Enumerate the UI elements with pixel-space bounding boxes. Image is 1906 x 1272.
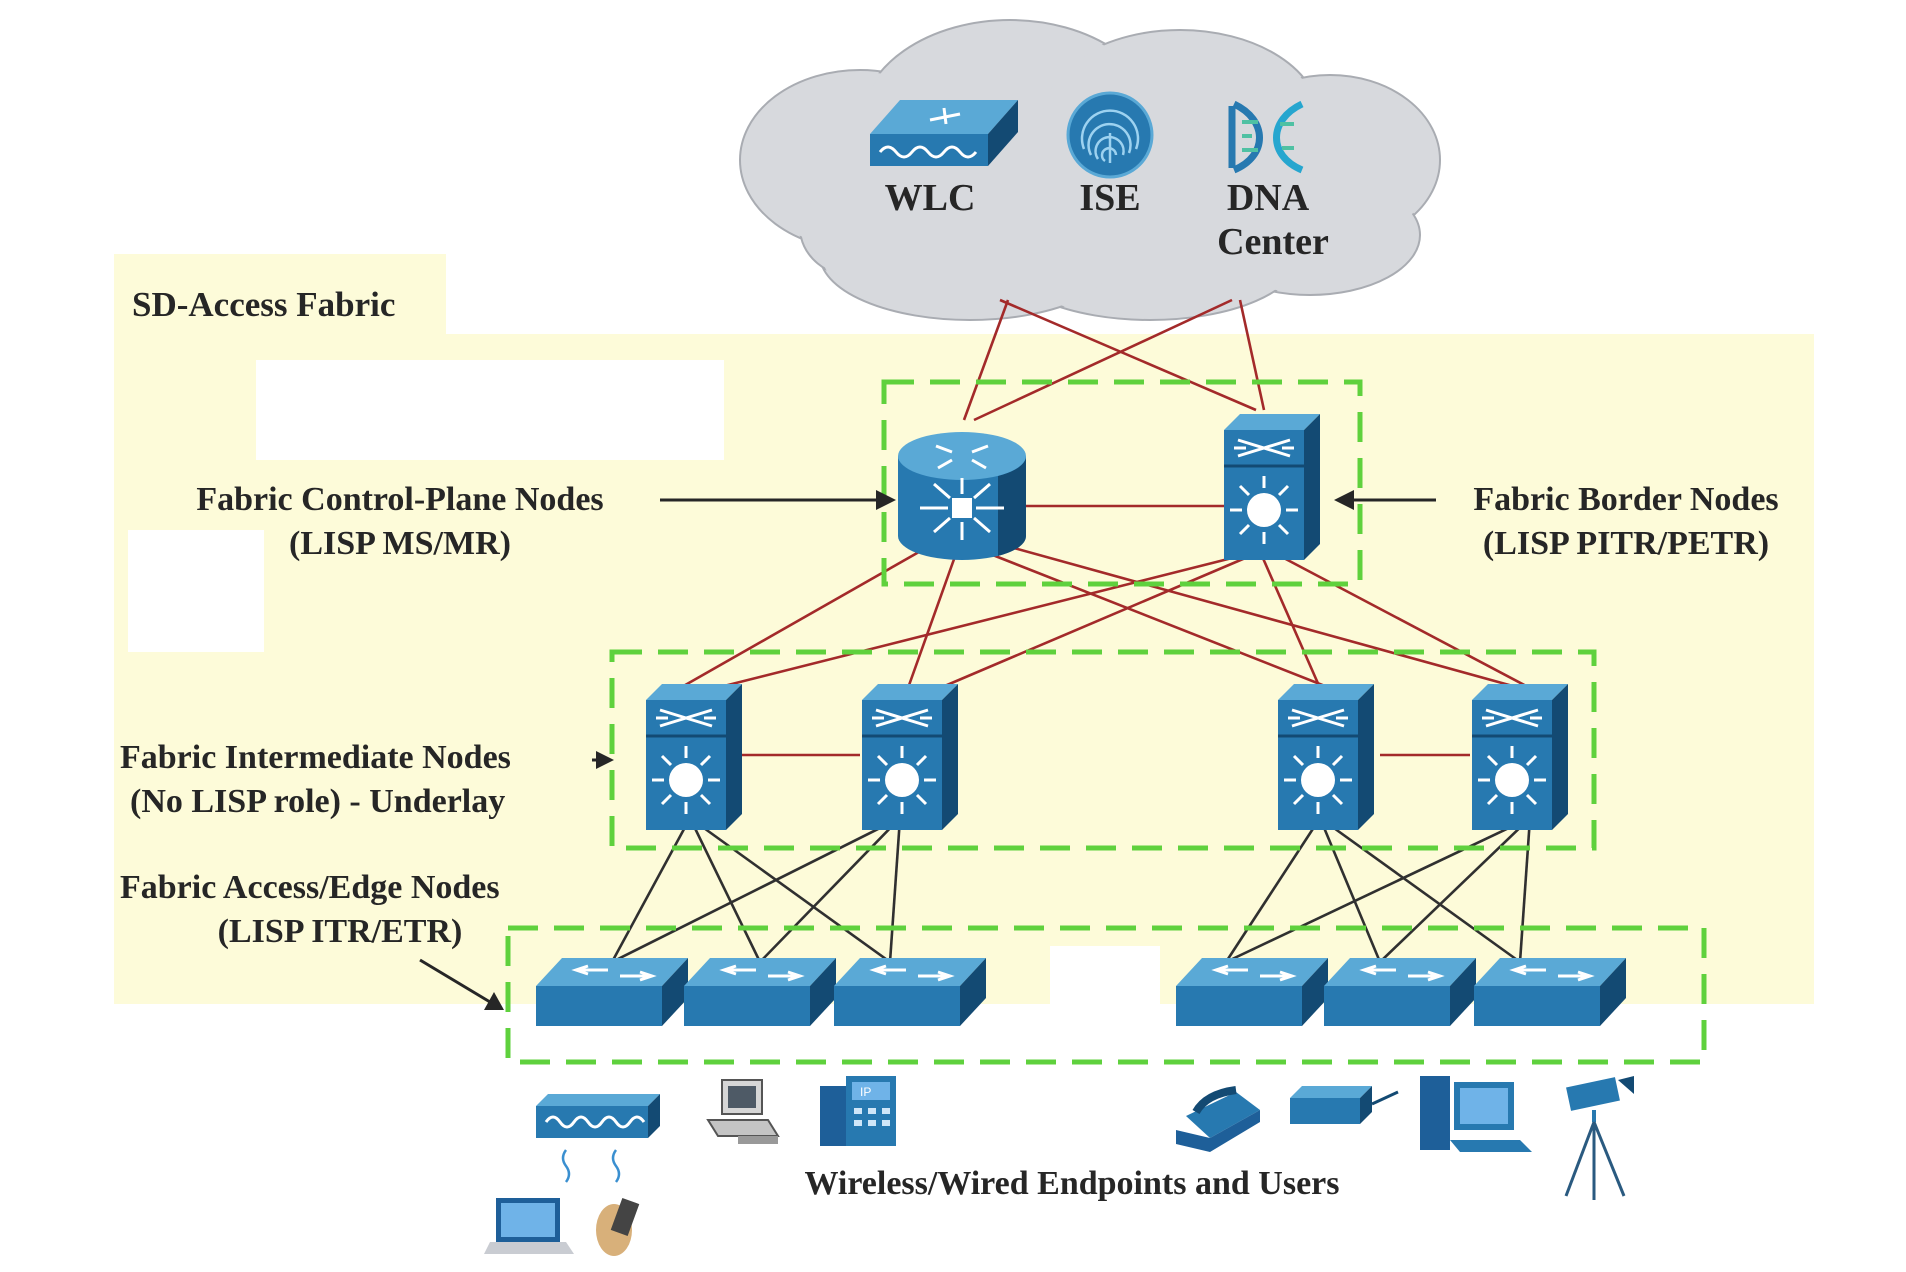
phone-icon (1176, 1086, 1260, 1152)
access-edge-zone (505, 925, 1707, 1065)
access-edge-label-line2: (LISP ITR/ETR) (218, 913, 463, 950)
dna-center-label-line1: DNA (1227, 177, 1310, 219)
control-plane-router (896, 430, 1028, 562)
core-links (679, 504, 1531, 757)
fabric-title: SD-Access Fabric (132, 285, 395, 324)
intermediate-label-line1: Fabric Intermediate Nodes (120, 739, 511, 776)
border-label-line2: (LISP PITR/PETR) (1483, 525, 1769, 562)
intermediate-zone (609, 649, 1597, 851)
access-point-icon (536, 1094, 660, 1183)
wlc-label: WLC (885, 177, 976, 219)
camera-icon (1564, 1076, 1634, 1200)
ip-phone-icon: IP (820, 1076, 896, 1146)
ise-label: ISE (1079, 177, 1140, 219)
arrows (419, 490, 1436, 1010)
border-switch (1222, 412, 1322, 562)
fingerprint-icon (1066, 91, 1154, 179)
access-switch (1322, 956, 1478, 1028)
control-border-zone (881, 379, 1363, 587)
laptop-icon (484, 1198, 574, 1254)
border-label-line1: Fabric Border Nodes (1473, 481, 1778, 518)
intermediate-label-line2: (No LISP role) - Underlay (130, 783, 505, 820)
dna-center-icon (1228, 100, 1304, 174)
access-switch (832, 956, 988, 1028)
workstation-icon (1420, 1076, 1532, 1152)
dna-center-label-line2: Center (1217, 221, 1329, 263)
access-edge-label-line1: Fabric Access/Edge Nodes (120, 869, 500, 906)
access-switch (682, 956, 838, 1028)
intermediate-switch (860, 682, 960, 832)
access-switch (534, 956, 690, 1028)
wireless-lan-controller-icon (870, 100, 1018, 166)
intermediate-switch (644, 682, 744, 832)
cloud-links (962, 298, 1266, 422)
access-switch (1174, 956, 1330, 1028)
control-plane-label-line2: (LISP MS/MR) (289, 525, 511, 562)
control-plane-label-line1: Fabric Control-Plane Nodes (196, 481, 603, 518)
intermediate-switch (1470, 682, 1570, 832)
access-links (610, 816, 1532, 964)
handheld-icon (596, 1197, 640, 1256)
desktop-pc-icon (706, 1079, 780, 1144)
endpoints-label: Wireless/Wired Endpoints and Users (805, 1165, 1340, 1202)
intermediate-switch (1276, 682, 1376, 832)
printer-icon (1290, 1086, 1399, 1124)
svg-text:IP: IP (860, 1085, 871, 1099)
access-switch (1472, 956, 1628, 1028)
